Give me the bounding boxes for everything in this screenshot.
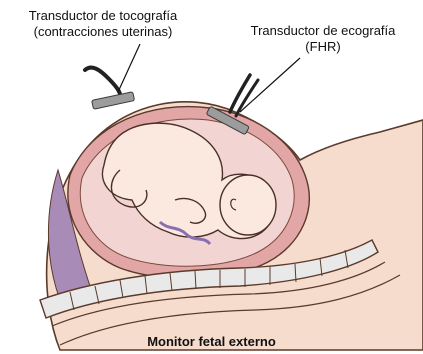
- ultrasound-transducer-label: Transductor de ecografía (FHR): [236, 23, 410, 55]
- figure-caption: Monitor fetal externo: [0, 334, 423, 350]
- toco-pad: [92, 92, 135, 110]
- tocography-transducer-label: Transductor de tocografía (contracciones…: [2, 8, 204, 40]
- toco-label-line2: (contracciones uterinas): [2, 24, 204, 40]
- fetus-head: [220, 175, 276, 235]
- eco-label-line2: (FHR): [236, 39, 410, 55]
- tocography-transducer-icon: [85, 68, 135, 110]
- eco-pointer-line: [240, 58, 300, 112]
- eco-label-line1: Transductor de ecografía: [236, 23, 410, 39]
- toco-pointer-line: [118, 44, 140, 92]
- toco-label-line1: Transductor de tocografía: [2, 8, 204, 24]
